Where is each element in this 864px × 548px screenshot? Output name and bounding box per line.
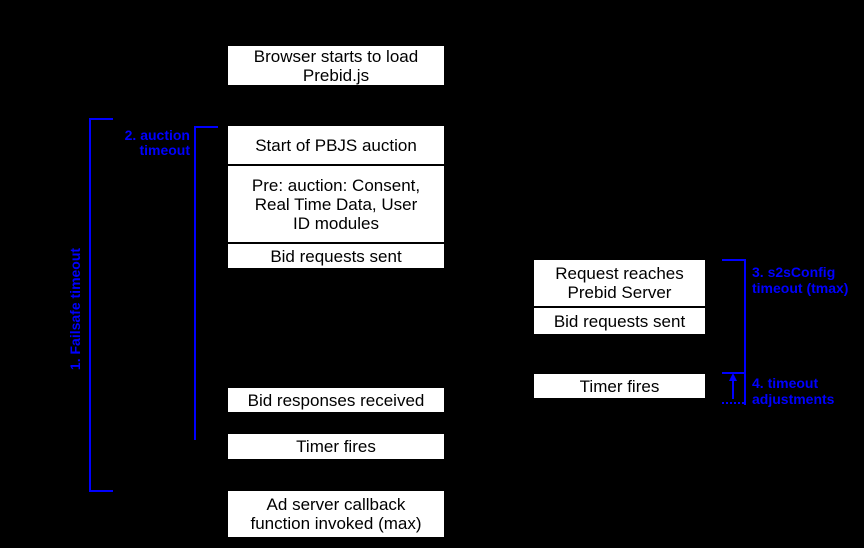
box-bid-requests-sent: Bid requests sent (227, 243, 445, 269)
auction-bracket-top-tick (194, 126, 218, 128)
s2sconfig-timeout-label: 3. s2sConfig timeout (tmax) (752, 264, 849, 296)
s2sconfig-bracket-line (744, 259, 746, 405)
timeout-adjustments-label: 4. timeout adjustments (752, 375, 835, 407)
timeout-adjustment-arrow-up-icon (729, 373, 737, 381)
failsafe-bracket-bottom-tick (89, 490, 113, 492)
auction-timeout-label: 2. auction timeout (124, 127, 190, 158)
box-start-pbjs-auction: Start of PBJS auction (227, 125, 445, 165)
box-ad-server-callback: Ad server callback function invoked (max… (227, 490, 445, 538)
timeout-adjustment-dashed-line (722, 402, 744, 404)
failsafe-bracket-top-tick (89, 118, 113, 120)
box-timer-fires-server: Timer fires (533, 373, 706, 399)
auction-bracket-line (194, 126, 196, 440)
box-browser-starts-load: Browser starts to load Prebid.js (227, 45, 445, 86)
timeout-adjustment-arrow-line (732, 380, 734, 399)
failsafe-bracket-line (89, 118, 91, 492)
failsafe-timeout-label: 1. Failsafe timeout (67, 247, 83, 371)
box-timer-fires-client: Timer fires (227, 433, 445, 460)
box-pre-auction-modules: Pre: auction: Consent, Real Time Data, U… (227, 165, 445, 243)
box-bid-responses-received: Bid responses received (227, 387, 445, 413)
box-request-reaches-prebid-server: Request reaches Prebid Server (533, 259, 706, 307)
s2sconfig-bracket-top-tick (722, 259, 744, 261)
box-bid-requests-sent-server: Bid requests sent (533, 307, 706, 335)
